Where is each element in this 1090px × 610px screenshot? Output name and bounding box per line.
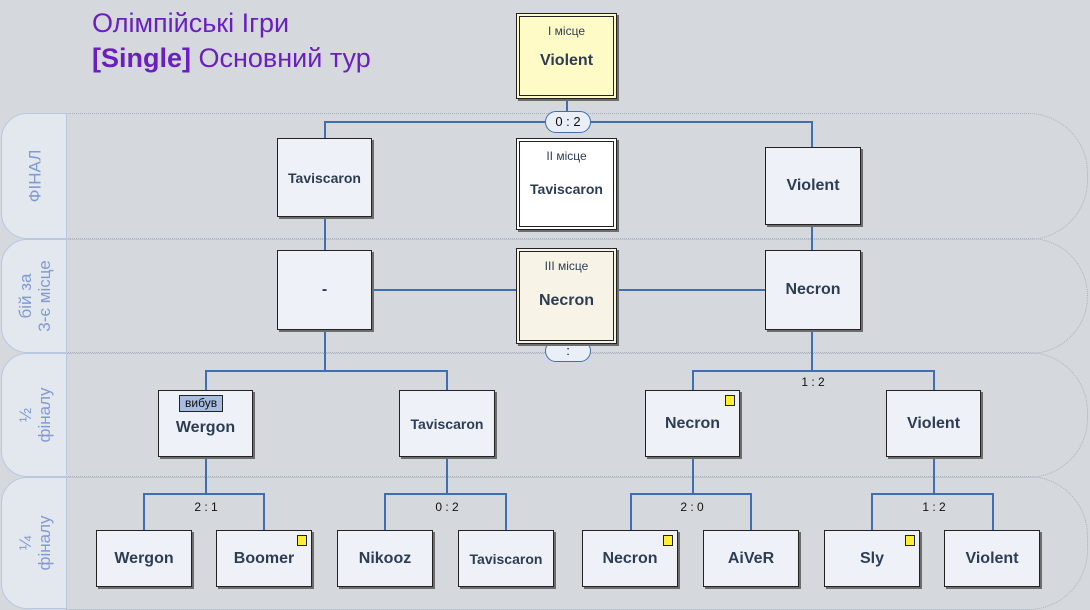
- connector-line: [446, 456, 448, 494]
- round-label-third-line1: бій за: [16, 273, 35, 319]
- connector-line: [617, 289, 766, 291]
- quarterfinal-score-2: 0 : 2: [435, 500, 459, 514]
- round-tab-semifinal: ½ фіналу: [1, 353, 67, 477]
- connector-line: [205, 370, 207, 391]
- semifinal-player-2[interactable]: Taviscaron: [399, 390, 495, 457]
- third-place-label: III місце: [544, 259, 589, 273]
- connector-line: [205, 456, 207, 494]
- quarterfinal-player-8[interactable]: Violent: [944, 530, 1040, 587]
- connector-line: [446, 370, 448, 391]
- quarterfinal-player-2[interactable]: Boomer: [216, 530, 312, 587]
- round-tab-quarterfinal: ¼ фіналу: [1, 477, 67, 609]
- round-label-semi-fraction: ½: [16, 407, 35, 423]
- connector-line: [384, 493, 386, 531]
- semifinal-player-3-name: Necron: [664, 414, 721, 432]
- connector-line: [933, 370, 935, 391]
- connector-line: [630, 493, 632, 531]
- final-player-left[interactable]: Taviscaron: [277, 138, 372, 217]
- third-place-player: Necron: [538, 292, 595, 309]
- yellow-card-icon: [725, 395, 735, 406]
- round-tab-final: ФІНАЛ: [1, 113, 67, 239]
- quarterfinal-player-2-name: Boomer: [233, 549, 295, 567]
- final-score-pill: 0 : 2: [545, 111, 591, 133]
- yellow-card-icon: [905, 535, 915, 546]
- connector-line: [324, 121, 326, 138]
- first-place-box[interactable]: I місце Violent: [516, 13, 617, 99]
- connector-line: [205, 370, 448, 372]
- round-label-semi-word: фіналу: [35, 387, 54, 443]
- first-place-label: I місце: [548, 24, 585, 38]
- semifinal-score-right: 1 : 2: [801, 375, 825, 389]
- connector-line: [324, 329, 326, 371]
- connector-line: [630, 493, 752, 495]
- connector-line: [871, 493, 994, 495]
- connector-line: [692, 456, 694, 494]
- quarterfinal-score-1: 2 : 1: [194, 500, 218, 514]
- quarterfinal-score-4: 1 : 2: [922, 500, 946, 514]
- quarterfinal-player-5-name: Necron: [602, 549, 658, 567]
- tournament-title: Олімпійські Ігри: [92, 8, 290, 38]
- connector-line: [263, 493, 265, 531]
- semifinal-player-1-name: Wergon: [175, 418, 236, 436]
- round-label-quarter-word: фіналу: [35, 515, 54, 571]
- third-place-score-pill: :: [545, 340, 591, 362]
- quarterfinal-player-1[interactable]: Wergon: [96, 530, 192, 587]
- quarterfinal-player-5[interactable]: Necron: [582, 530, 678, 587]
- connector-line: [384, 493, 507, 495]
- connector-line: [143, 493, 145, 531]
- round-label-third-place: бій за 3-є місце: [16, 260, 54, 331]
- third-match-player-right[interactable]: Necron: [765, 250, 861, 330]
- connector-line: [143, 493, 265, 495]
- final-player-right[interactable]: Violent: [765, 147, 861, 225]
- tournament-subtitle: [Single] Основний тур: [92, 43, 371, 74]
- yellow-card-icon: [297, 535, 307, 546]
- round-label-semifinal: ½ фіналу: [16, 387, 54, 442]
- connector-line: [692, 370, 694, 391]
- stage-label: Основний тур: [191, 43, 371, 73]
- quarterfinal-score-3: 2 : 0: [680, 500, 704, 514]
- connector-line: [933, 456, 935, 494]
- format-label: [Single]: [92, 43, 191, 73]
- first-place-player: Violent: [539, 52, 594, 69]
- semifinal-player-3[interactable]: Necron: [645, 390, 740, 457]
- connector-line: [992, 493, 994, 531]
- round-tab-third-place: бій за 3-є місце: [1, 239, 67, 353]
- semifinal-player-4[interactable]: Violent: [886, 390, 981, 457]
- quarterfinal-player-4[interactable]: Taviscaron: [458, 530, 554, 587]
- third-match-player-left[interactable]: -: [277, 250, 372, 330]
- connector-line: [750, 493, 752, 531]
- semifinal-player-1[interactable]: вибув Wergon: [158, 390, 253, 457]
- second-place-player: Taviscaron: [530, 181, 603, 197]
- round-label-quarterfinal: ¼ фіналу: [16, 515, 54, 570]
- connector-line: [692, 370, 935, 372]
- round-label-third-line2: 3-є місце: [35, 260, 54, 332]
- connector-line: [811, 224, 813, 251]
- connector-line: [811, 329, 813, 371]
- second-place-label: II місце: [546, 149, 587, 163]
- connector-line: [324, 216, 326, 251]
- quarterfinal-player-6[interactable]: AiVeR: [703, 530, 799, 587]
- connector-line: [372, 289, 517, 291]
- third-place-box[interactable]: III місце Necron: [516, 248, 617, 344]
- connector-line: [505, 493, 507, 531]
- quarterfinal-player-7-name: Sly: [859, 549, 884, 567]
- connector-line: [566, 98, 568, 112]
- second-place-box[interactable]: II місце Taviscaron: [516, 138, 617, 230]
- round-label-quarter-fraction: ¼: [16, 535, 35, 551]
- round-label-final: ФІНАЛ: [25, 149, 45, 203]
- connector-line: [871, 493, 873, 531]
- yellow-card-icon: [663, 535, 673, 546]
- quarterfinal-player-3[interactable]: Nikooz: [337, 530, 433, 587]
- quarterfinal-player-7[interactable]: Sly: [824, 530, 920, 587]
- eliminated-tag: вибув: [179, 395, 224, 412]
- connector-line: [811, 121, 813, 147]
